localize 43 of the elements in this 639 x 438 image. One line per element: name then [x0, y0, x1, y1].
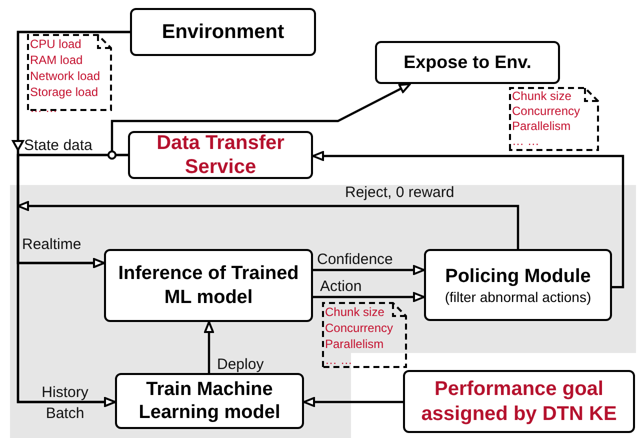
arrow [107, 83, 411, 160]
process-box [128, 131, 313, 179]
edge-label: Deploy [217, 356, 264, 374]
note-text: RAM load [30, 52, 83, 68]
note-text: Chunk size [325, 304, 384, 320]
note-text: … … [325, 352, 352, 368]
arrow [17, 201, 520, 249]
edge-label: History Batch [40, 383, 90, 424]
process-box [424, 249, 612, 321]
note-text: Parallelism [325, 336, 384, 352]
node-title: Data Transfer Service [156, 130, 286, 180]
note-text: Network load [30, 68, 100, 84]
note-text: … … [512, 134, 540, 149]
note-text: Parallelism [512, 119, 571, 134]
note-text: … … [30, 100, 58, 116]
note-text: Storage load [30, 84, 98, 100]
edge-label: Realtime [22, 236, 82, 254]
arrow [312, 151, 624, 288]
edge-label: Confidence [317, 251, 393, 268]
edge-label: Reject, 0 reward [345, 184, 454, 202]
process-box [104, 249, 313, 322]
arrow [313, 265, 425, 275]
process-box [115, 373, 304, 429]
arrow [16, 154, 128, 407]
arrow [204, 321, 214, 373]
note-text: Chunk size [512, 89, 572, 104]
process-box [403, 370, 635, 433]
note-text: Concurrency [325, 320, 394, 336]
node-title: Expose to Env. [404, 52, 532, 74]
note-text: CPU load [30, 36, 82, 52]
process-box [130, 8, 316, 56]
flow-label: State data [24, 137, 92, 154]
node-title: Environment [162, 20, 284, 44]
node-title: Train Machine Learning model [138, 378, 282, 424]
node-title: Inference of Trained ML model [117, 262, 300, 309]
edge-label: Action [320, 278, 362, 296]
arrow [303, 397, 403, 407]
node-title: Policing Module [445, 264, 591, 288]
process-box [375, 41, 560, 84]
node-subtitle: (filter abnormal actions) [444, 289, 592, 306]
arrow [313, 292, 425, 302]
note-text: Concurrency [512, 104, 580, 119]
node-title: Performance goal assigned by DTN KE [420, 377, 618, 426]
